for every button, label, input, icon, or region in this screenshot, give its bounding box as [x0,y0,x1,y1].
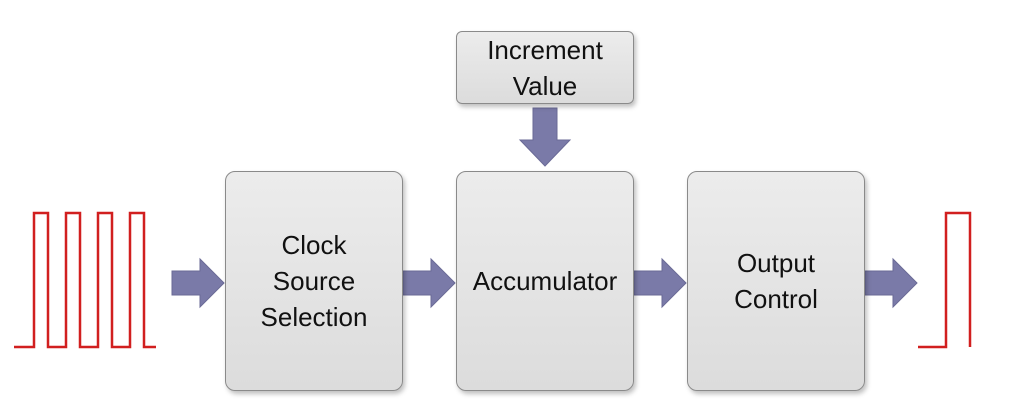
accumulator-label: Accumulator [472,266,618,296]
output-control-label-line2: Control [734,284,818,314]
clock-source-label-line1: Clock [281,230,347,260]
clock-source-selection-block: Clock Source Selection [225,171,403,391]
arrow-input-to-clock-icon [171,257,225,309]
accumulator-block: Accumulator [456,171,634,391]
arrow-accumulator-to-output-icon [633,257,687,309]
output-control-block: Output Control [687,171,865,391]
input-pulse-train-icon [14,211,156,349]
clock-source-label-line3: Selection [260,302,368,332]
arrow-increment-to-accumulator-icon [518,107,572,167]
arrow-output-to-signal-icon [864,257,918,309]
increment-value-block: Increment Value [456,31,634,104]
arrow-clock-to-accumulator-icon [402,257,456,309]
clock-source-label-line2: Source [272,266,356,296]
output-pulse-icon [918,211,972,349]
increment-value-label-line2: Value [512,70,578,101]
output-control-label-line1: Output [736,248,816,278]
increment-value-label-line1: Increment [487,34,603,65]
